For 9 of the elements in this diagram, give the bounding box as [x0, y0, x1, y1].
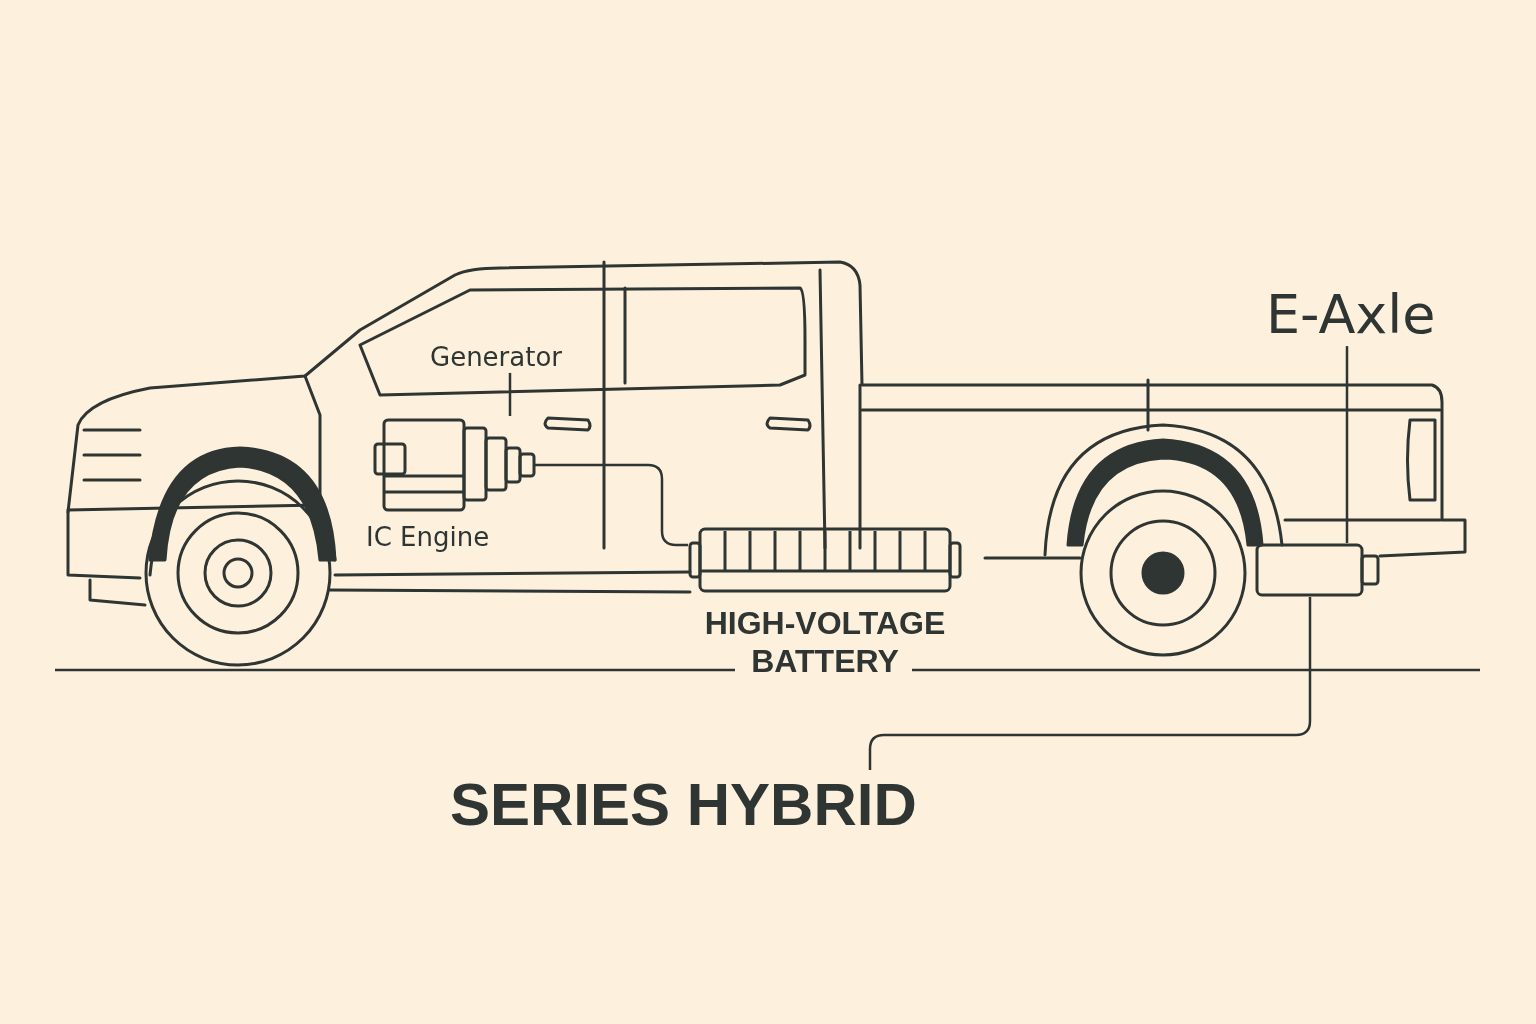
part-label: Generator: [430, 343, 563, 373]
leader-line: [868, 597, 1312, 770]
leader-line: [1345, 346, 1349, 543]
part-label: IC Engine: [366, 523, 490, 553]
battery-label: HIGH-VOLTAGE BATTERY: [703, 604, 947, 680]
diagram-heading: SERIES HYBRID: [450, 770, 917, 839]
part-label: E-Axle: [1266, 284, 1436, 347]
leader-line: [508, 372, 512, 416]
cable: [535, 463, 688, 547]
